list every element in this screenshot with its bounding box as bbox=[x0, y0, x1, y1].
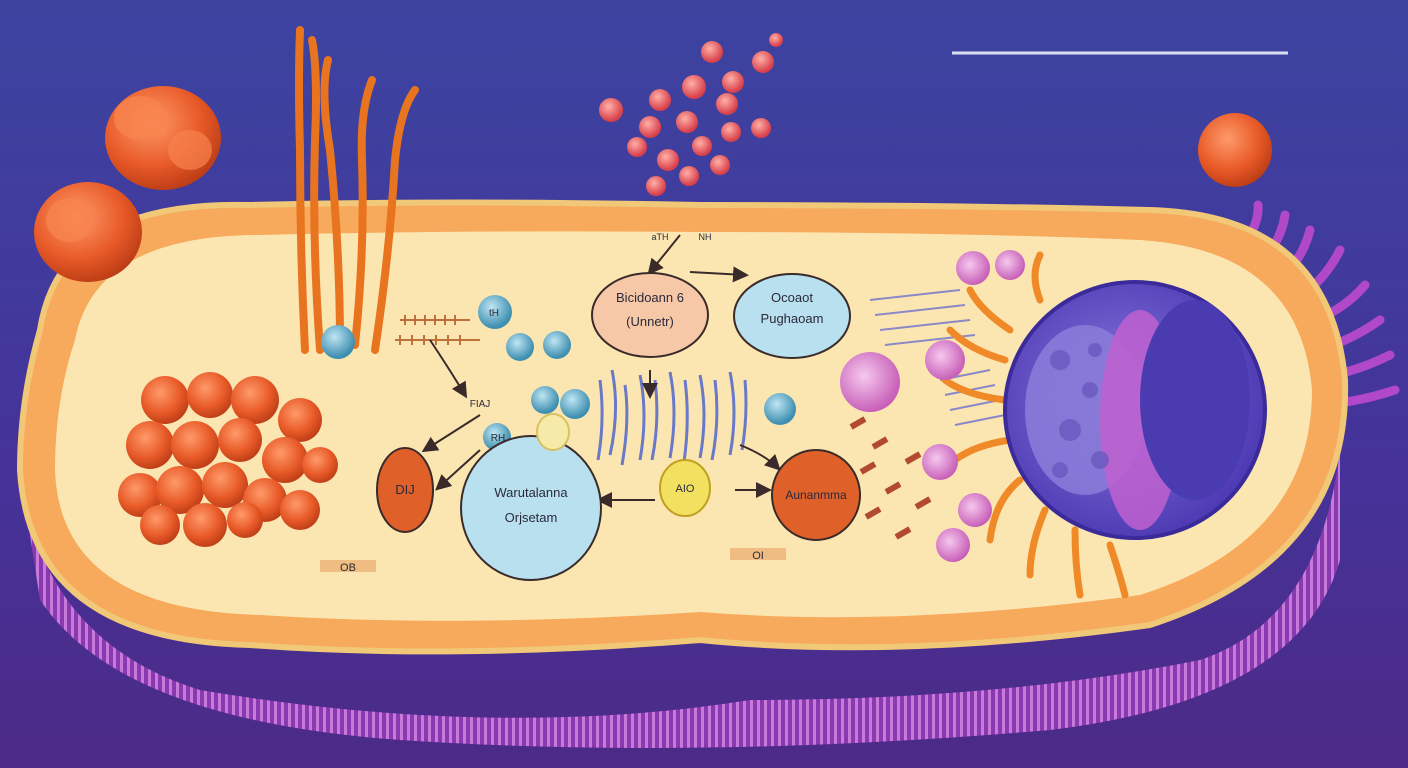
tag-bottom-left: OB bbox=[320, 560, 376, 574]
node-right: Aunanmma bbox=[771, 449, 861, 541]
small-node-2-label: FIAJ bbox=[470, 399, 491, 410]
particle-cloud bbox=[599, 33, 783, 196]
node-center-line2: Orjsetam bbox=[505, 510, 558, 525]
node-top-right-line1: Ocoaot bbox=[771, 290, 813, 305]
svg-text:OB: OB bbox=[340, 562, 356, 574]
basal-body bbox=[321, 325, 355, 359]
node-right-label: Aunanmma bbox=[785, 488, 847, 502]
rod-cluster bbox=[849, 416, 932, 540]
cytoplasm bbox=[55, 231, 1312, 621]
node-center-line1: Warutalanna bbox=[494, 485, 568, 500]
svg-text:OI: OI bbox=[752, 550, 764, 562]
node-left-label: DIJ bbox=[395, 482, 415, 497]
mitochondria-cluster-icon bbox=[118, 372, 338, 547]
small-node-1-label: tH bbox=[489, 308, 499, 319]
small-molecules bbox=[478, 295, 796, 451]
node-top-right: Ocoaot Pughaoam bbox=[733, 273, 851, 359]
node-yellow-label: AIO bbox=[676, 483, 695, 495]
node-center: Warutalanna Orjsetam bbox=[460, 435, 602, 581]
node-top-left: Bicidoann 6 (Unnetr) bbox=[591, 272, 709, 358]
tag-bottom-center: OI bbox=[730, 548, 786, 562]
external-sphere bbox=[1198, 113, 1272, 187]
node-yellow-2 bbox=[536, 413, 570, 451]
node-top-left-line2: (Unnetr) bbox=[626, 314, 674, 329]
vesicle-group bbox=[840, 250, 1025, 562]
node-yellow: AIO bbox=[659, 459, 711, 517]
external-blob-cluster bbox=[34, 86, 221, 282]
flagella-bundle bbox=[295, 26, 419, 354]
ribosome-cluster-icon bbox=[395, 315, 480, 345]
node-top-left-line1: Bicidoann 6 bbox=[616, 290, 684, 305]
filament-bundle bbox=[596, 369, 748, 466]
tag-top: aTH bbox=[651, 232, 668, 242]
node-top-right-line2: Pughaoam bbox=[761, 311, 824, 326]
tag-top-2: NH bbox=[699, 232, 712, 242]
arrows bbox=[421, 234, 781, 508]
node-left: DIJ bbox=[376, 447, 434, 533]
nucleus-icon bbox=[941, 251, 1267, 599]
small-node-3-label: RH bbox=[491, 433, 505, 444]
